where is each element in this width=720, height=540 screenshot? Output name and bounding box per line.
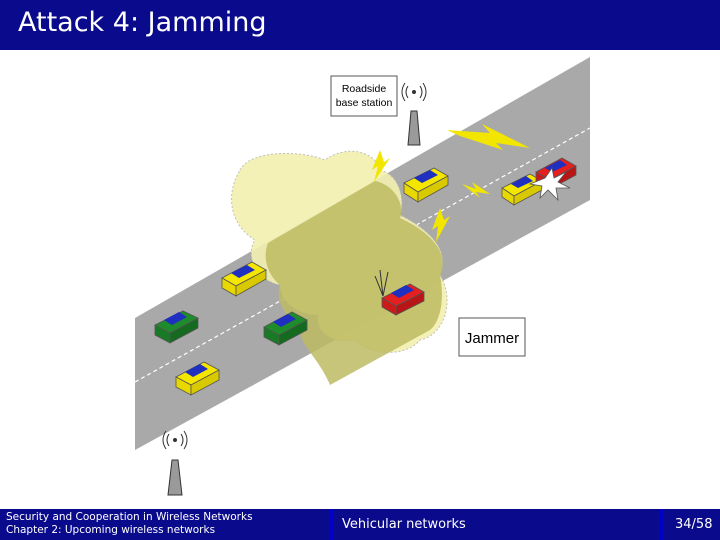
green-car bbox=[263, 311, 308, 346]
base-station-label-line1: Roadside bbox=[342, 83, 387, 95]
footer-divider bbox=[330, 509, 333, 540]
jamming-cloud-road-overlap bbox=[265, 181, 443, 385]
roadside-base-station-bottom bbox=[162, 430, 188, 496]
yellow-car bbox=[175, 361, 220, 396]
footer-page-number: 34/58 bbox=[675, 517, 713, 532]
roadside-base-station: Roadside base station bbox=[330, 75, 427, 146]
lightning-bolt-icon bbox=[447, 124, 530, 150]
green-car bbox=[154, 310, 199, 344]
jammer-label: Jammer bbox=[465, 330, 519, 347]
red-car-jammer bbox=[374, 269, 425, 316]
yellow-car bbox=[501, 173, 543, 206]
footer-course-info: Security and Cooperation in Wireless Net… bbox=[6, 511, 253, 537]
title-bar: Attack 4: Jamming bbox=[0, 0, 720, 50]
radio-waves-icon bbox=[162, 430, 188, 450]
footer-line2: Chapter 2: Upcoming wireless networks bbox=[6, 524, 216, 536]
yellow-car bbox=[221, 261, 267, 297]
jammer-antenna-icon bbox=[374, 269, 389, 297]
lightning-bolt-icon bbox=[372, 150, 390, 182]
footer-bar: Security and Cooperation in Wireless Net… bbox=[0, 509, 720, 540]
yellow-car bbox=[403, 167, 449, 203]
base-station-label-line2: base station bbox=[336, 97, 393, 109]
slide-title: Attack 4: Jamming bbox=[18, 7, 267, 38]
footer-line1: Security and Cooperation in Wireless Net… bbox=[6, 511, 253, 523]
footer-section: Vehicular networks bbox=[342, 517, 466, 532]
radio-waves-icon bbox=[401, 82, 427, 102]
jammer-callout: Jammer bbox=[458, 317, 526, 357]
lightning-bolt-icon bbox=[432, 208, 450, 242]
antenna-tower-icon bbox=[407, 110, 421, 146]
footer-divider bbox=[660, 509, 663, 540]
lightning-bolt-icon bbox=[462, 182, 490, 198]
antenna-tower-icon bbox=[167, 459, 183, 496]
collision-burst-icon bbox=[528, 167, 571, 202]
